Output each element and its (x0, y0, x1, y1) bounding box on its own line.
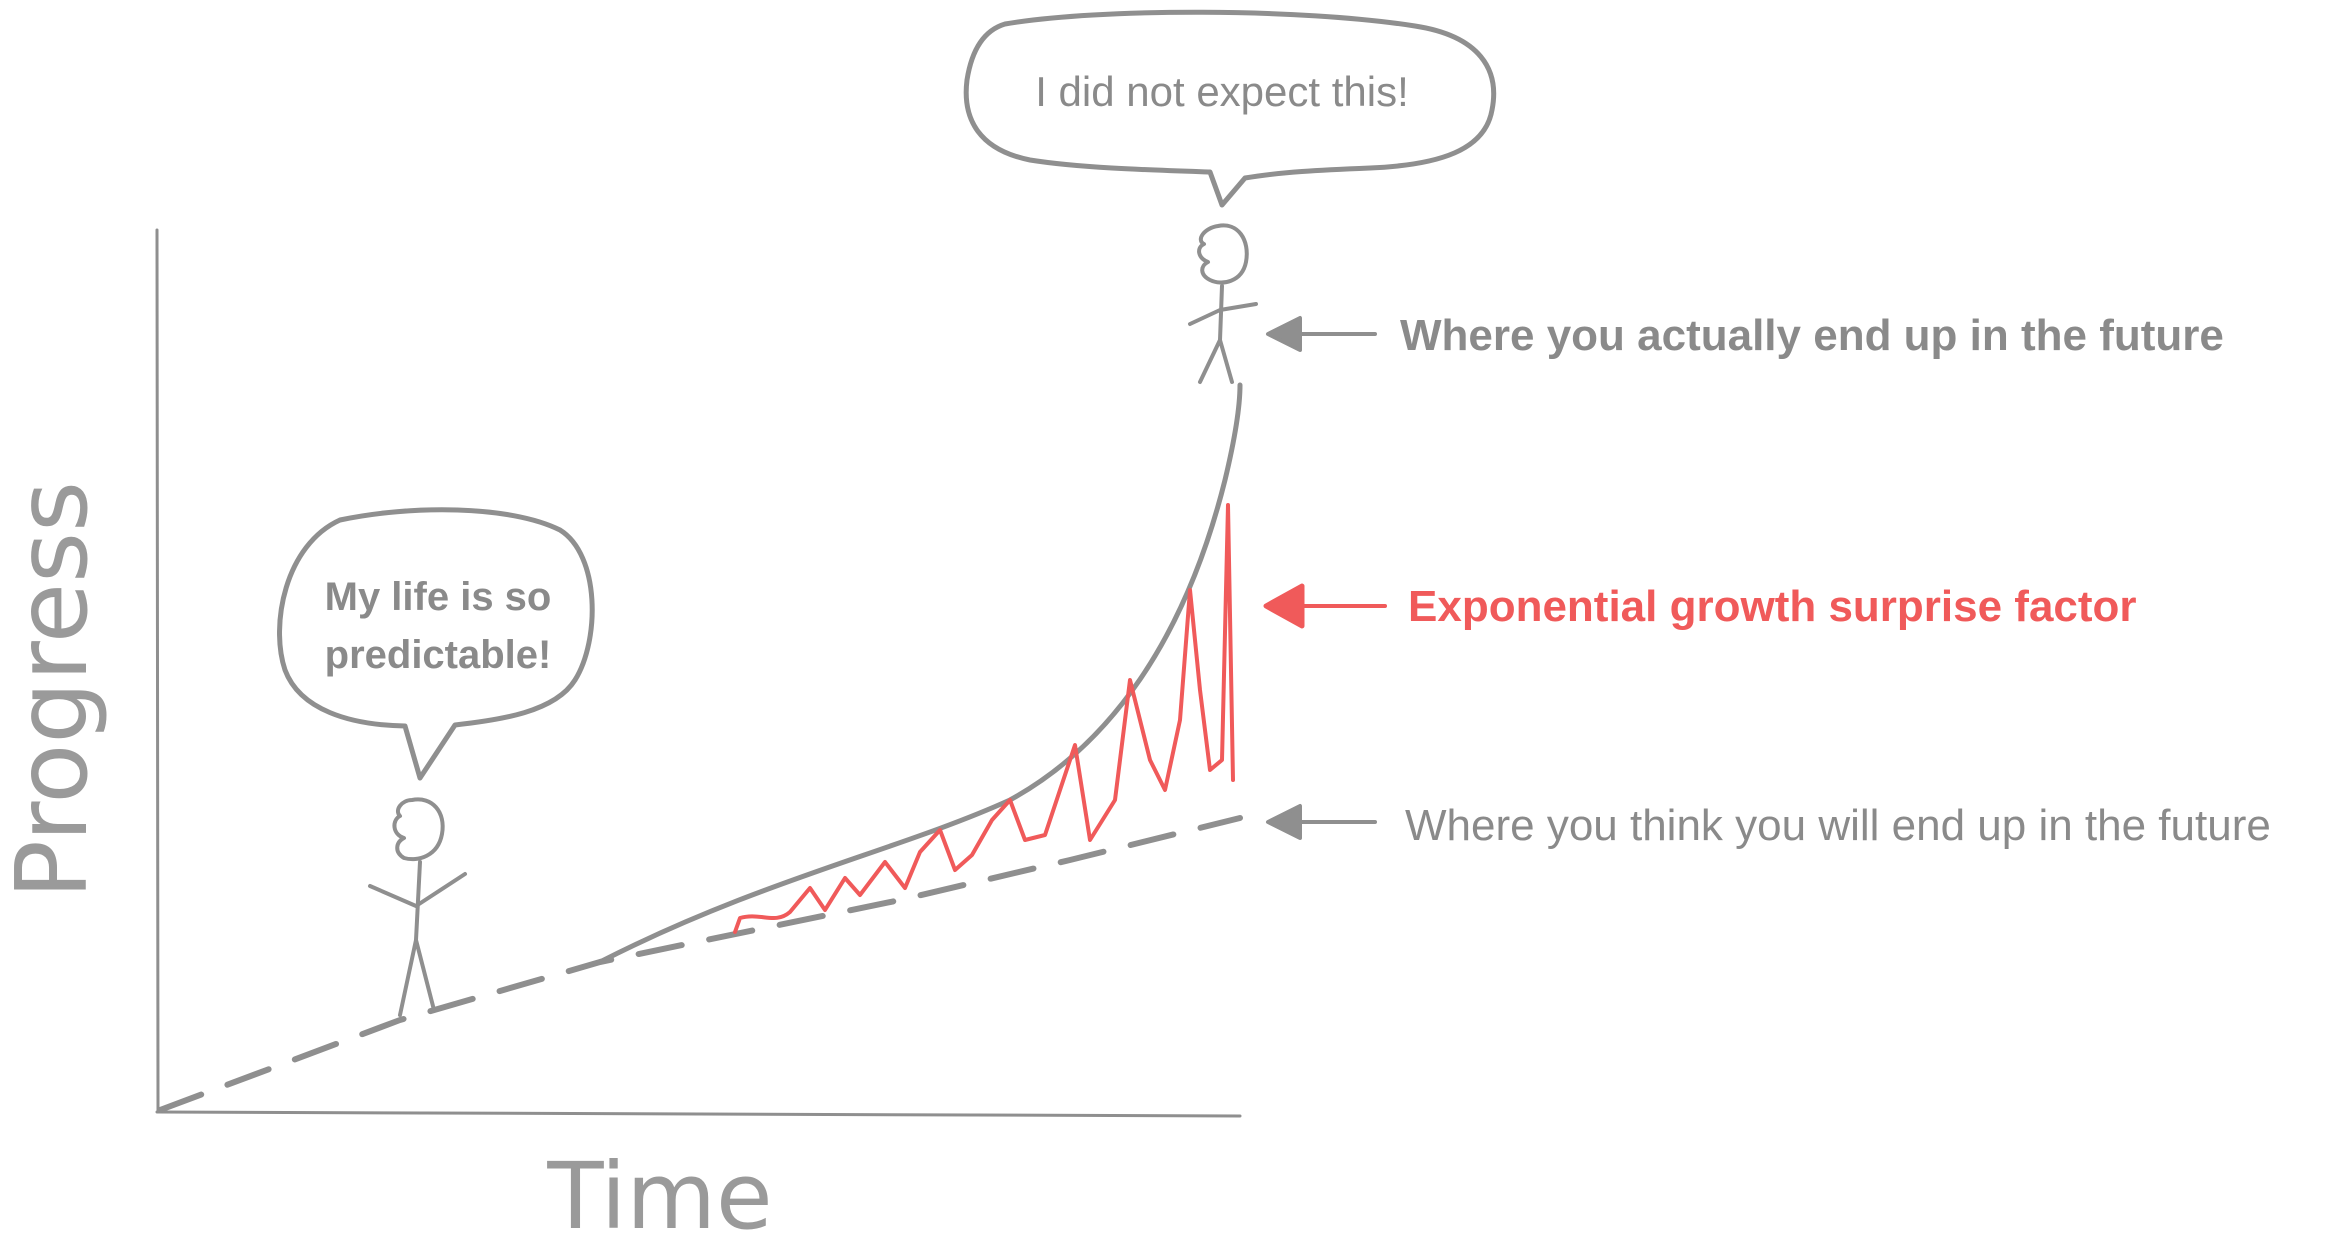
actual-trajectory-curve (597, 382, 1243, 965)
speech-bubble-left-outline (277, 507, 595, 781)
surprise-factor-zigzag (733, 503, 1235, 934)
stick-figure-icon (368, 797, 467, 1017)
arrows (1263, 316, 1387, 840)
annotation-surprise: Exponential growth surprise factor (1408, 582, 2137, 631)
axes: Progress Time (0, 228, 1242, 1236)
y-axis-line (155, 228, 160, 1114)
speech-bubble-left: My life is so predictable! (277, 507, 595, 781)
annotation-expected: Where you think you will end up in the f… (1405, 801, 2271, 850)
speech-bubble-top-outline (963, 9, 1497, 208)
annotation-actual: Where you actually end up in the future (1400, 311, 2224, 360)
x-axis-label: Time (546, 1143, 772, 1236)
arrow-left-icon (1266, 316, 1377, 352)
arrow-left-icon (1266, 804, 1377, 840)
y-axis-label: Progress (0, 481, 110, 899)
speech-bubble-left-text-line2: predictable! (325, 633, 552, 677)
arrow-left-icon (1263, 583, 1387, 629)
speech-bubble-left-text-line1: My life is so (325, 575, 552, 619)
expected-trajectory-dashed-line (157, 815, 1243, 1113)
x-axis-line (155, 1110, 1242, 1118)
speech-bubble-top: I did not expect this! (963, 9, 1497, 208)
stick-figure-icon (1188, 223, 1258, 384)
speech-bubble-top-text: I did not expect this! (1035, 68, 1409, 115)
